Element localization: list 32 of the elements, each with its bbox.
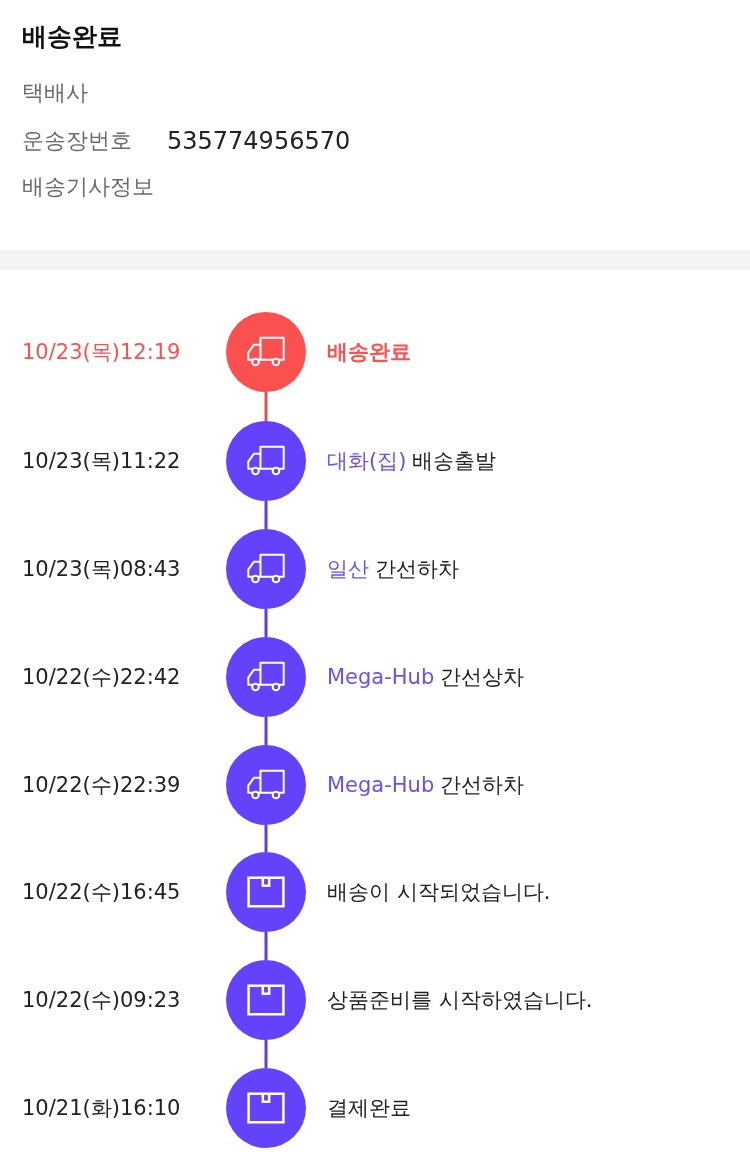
status-text: 결제완료 bbox=[327, 1096, 411, 1120]
timestamp: 10/22(수)22:42 bbox=[22, 664, 181, 691]
status-text: 간선하차 bbox=[440, 773, 525, 797]
status-text: 배송출발 bbox=[412, 449, 497, 473]
timestamp: 10/23(목)11:22 bbox=[22, 448, 181, 475]
location-text: 일산 bbox=[327, 557, 369, 581]
timestamp: 10/21(화)16:10 bbox=[22, 1095, 181, 1122]
connector-line bbox=[264, 609, 268, 637]
tracking-number: 535774956570 bbox=[167, 126, 351, 156]
field-label: 운송장번호 bbox=[22, 127, 132, 155]
connector-line bbox=[264, 1040, 268, 1068]
section-heading: 배송완료 bbox=[22, 22, 122, 52]
timestamp: 10/23(목)08:43 bbox=[22, 556, 181, 583]
status-text: 간선상차 bbox=[440, 665, 525, 689]
location-text: Mega-Hub bbox=[327, 773, 435, 797]
status-text: 간선하차 bbox=[375, 557, 459, 581]
timestamp: 10/23(목)12:19 bbox=[22, 339, 181, 366]
timestamp: 10/22(수)16:45 bbox=[22, 879, 181, 906]
status-text: 상품준비를 시작하였습니다. bbox=[327, 988, 593, 1012]
location-text: 대화(집) bbox=[327, 449, 407, 473]
connector-line bbox=[264, 717, 268, 745]
connector-line bbox=[264, 501, 268, 529]
location-text: Mega-Hub bbox=[327, 665, 435, 689]
field-label: 택배사 bbox=[22, 79, 88, 107]
timestamp: 10/22(수)22:39 bbox=[22, 772, 181, 799]
field-label: 배송기사정보 bbox=[22, 173, 154, 201]
connector-line bbox=[264, 392, 268, 421]
status-text: 배송이 시작되었습니다. bbox=[327, 880, 551, 904]
connector-line bbox=[264, 932, 268, 960]
connector-line bbox=[264, 825, 268, 852]
timestamp: 10/22(수)09:23 bbox=[22, 987, 181, 1014]
status-text: 배송완료 bbox=[327, 340, 411, 364]
